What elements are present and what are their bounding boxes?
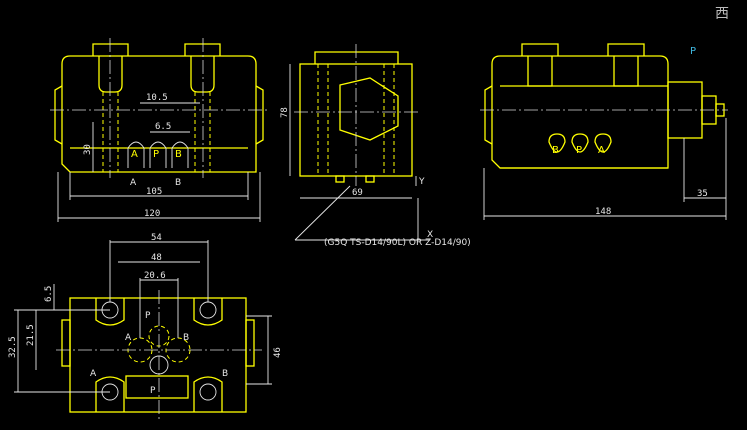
side-view: 78 69 Y (G5Q TS-D14/90L) OR Z-D14/90) X <box>280 44 471 248</box>
front-port-label-b: B <box>175 178 181 188</box>
side-screw-1 <box>335 175 345 183</box>
side-top-cap <box>314 51 399 64</box>
svg-text:B: B <box>175 149 182 160</box>
front-dim-d1: 10.5 <box>146 93 168 103</box>
right-left-boss <box>484 85 493 145</box>
front-right-slot <box>190 56 215 93</box>
bottom-dim-e: 21.5 <box>26 324 36 346</box>
front-dim-d2: 6.5 <box>155 122 171 132</box>
front-view: A P B A B 10.5 6.5 30 105 120 <box>50 38 270 222</box>
bottom-notch-tl <box>95 298 125 326</box>
right-left-lug <box>521 43 559 56</box>
right-dim-sw: 35 <box>697 189 708 199</box>
right-left-slot <box>527 56 553 87</box>
front-port-bubble-b: B <box>171 141 189 168</box>
bottom-label-a: A <box>125 333 132 343</box>
side-screw-2 <box>365 175 375 183</box>
side-dim-w: 69 <box>352 188 363 198</box>
front-dim-d4: 105 <box>146 187 162 197</box>
bottom-label-b: B <box>183 333 189 343</box>
bottom-view: P P A B A B 54 48 20.6 6.5 21.5 32.5 46 <box>8 233 283 420</box>
right-port-bubble-p: P <box>571 133 589 156</box>
right-right-slot <box>613 56 639 87</box>
bottom-bolt-tr <box>199 301 217 319</box>
svg-text:B: B <box>552 145 559 156</box>
side-leader-line <box>294 185 351 241</box>
bottom-notch-tr <box>193 298 223 326</box>
front-dim-d5: 120 <box>144 209 160 219</box>
bottom-dim-a: 54 <box>151 233 162 243</box>
svg-text:P: P <box>153 149 159 160</box>
bottom-label-a2: A <box>90 369 97 379</box>
right-dim-w: 148 <box>595 207 611 217</box>
right-right-lug <box>607 43 645 56</box>
front-port-label-a: A <box>130 178 137 188</box>
corner-label: 西 <box>715 6 729 22</box>
svg-text:A: A <box>598 145 605 156</box>
right-port-bubble-a: A <box>594 133 612 156</box>
side-hex-nut <box>339 77 399 141</box>
bottom-label-p: P <box>145 311 151 321</box>
front-right-lug <box>184 43 221 56</box>
side-y-label: Y <box>418 177 425 187</box>
side-callout-text: (G5Q TS-D14/90L) OR Z-D14/90) <box>324 238 471 248</box>
right-port-marker: P <box>690 46 696 57</box>
bottom-notch-bl <box>95 376 125 412</box>
side-x-label: X <box>427 230 433 240</box>
bottom-dim-f: 32.5 <box>8 336 18 358</box>
svg-text:A: A <box>131 149 138 160</box>
front-left-slot <box>98 56 123 93</box>
front-body-outline <box>61 55 257 173</box>
front-port-bubble-p: P <box>149 141 167 168</box>
bottom-dim-g: 46 <box>273 347 283 358</box>
bottom-bolt-br <box>199 383 217 401</box>
bottom-dim-d: 6.5 <box>44 286 54 302</box>
bottom-name-plate <box>125 375 189 399</box>
front-left-boss <box>54 85 63 145</box>
bottom-label-b2: B <box>222 369 228 379</box>
right-port-bubble-b: B <box>548 133 566 156</box>
front-port-bubble-a: A <box>127 141 145 168</box>
bottom-notch-br <box>193 376 223 412</box>
front-left-lug <box>92 43 129 56</box>
svg-text:P: P <box>576 145 582 156</box>
bottom-dim-b: 48 <box>151 253 162 263</box>
bottom-left-boss <box>61 319 71 367</box>
bottom-plate-label: P <box>150 386 156 396</box>
front-right-boss <box>255 85 264 145</box>
right-view: P B P A 35 148 <box>480 43 728 220</box>
front-dim-d3: 30 <box>83 144 93 155</box>
side-dim-h: 78 <box>280 107 290 118</box>
bottom-dim-c: 20.6 <box>144 271 166 281</box>
bottom-right-boss <box>245 319 255 367</box>
